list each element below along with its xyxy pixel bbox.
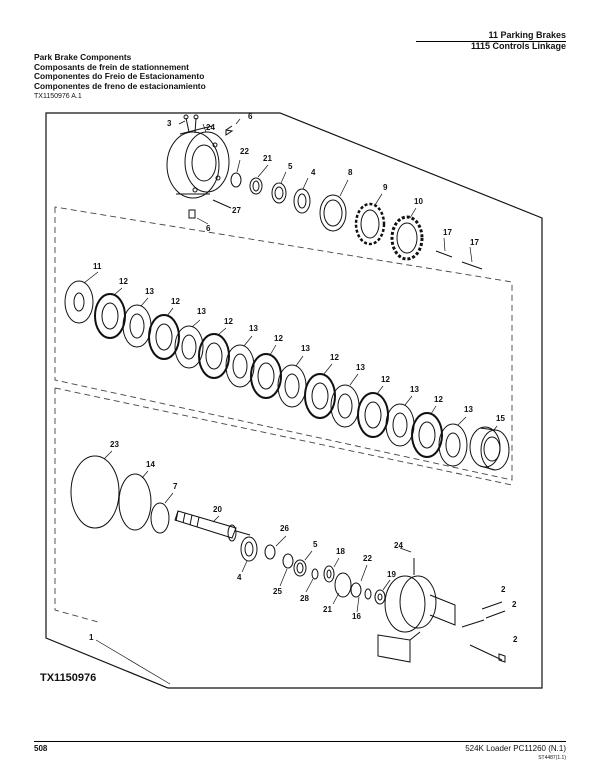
callout-6: 6 — [248, 112, 253, 121]
callout-27: 27 — [232, 206, 241, 215]
callout-22: 22 — [240, 147, 249, 156]
header-rule — [416, 41, 566, 42]
callout-26: 26 — [280, 524, 289, 533]
lower-housing — [377, 558, 456, 663]
document-code: ST4487(1.1) — [538, 755, 566, 761]
figure-reference: TX1150976 A.1 — [34, 93, 82, 100]
figure-titles: Park Brake Components Composants de frei… — [34, 52, 206, 91]
callout-16: 16 — [352, 612, 361, 621]
callout-1: 1 — [89, 633, 94, 642]
dashed-group-mid — [54, 387, 513, 623]
housing-bolts — [183, 114, 234, 219]
callout-4: 4 — [311, 168, 316, 177]
callout-19: 19 — [387, 570, 396, 579]
callout-9: 9 — [383, 183, 388, 192]
callout-23: 23 — [110, 440, 119, 449]
callout-13: 13 — [301, 344, 310, 353]
callout-7: 7 — [173, 482, 178, 491]
lower-parts — [70, 455, 386, 605]
model-info: 524K Loader PC11260 (N.1) — [465, 744, 566, 753]
callout-24: 24 — [206, 123, 215, 132]
callout-6: 6 — [206, 224, 211, 233]
callout-21: 21 — [323, 605, 332, 614]
callout-2: 2 — [501, 585, 506, 594]
callout-24: 24 — [394, 541, 403, 550]
callout-21: 21 — [263, 154, 272, 163]
group-title: 1115 Controls Linkage — [470, 41, 566, 51]
assembly-outline — [45, 112, 543, 689]
callout-12: 12 — [381, 375, 390, 384]
title-es: Componentes de freno de estacionamiento — [34, 80, 206, 91]
clutch-discs — [64, 280, 468, 467]
callout-12: 12 — [274, 334, 283, 343]
callout-12: 12 — [434, 395, 443, 404]
callout-13: 13 — [145, 287, 154, 296]
callout-22: 22 — [363, 554, 372, 563]
section-title: 11 Parking Brakes — [488, 30, 566, 40]
brake-piston — [469, 426, 510, 471]
brake-housing — [166, 125, 230, 199]
footer-rule — [34, 741, 566, 742]
callout-3: 3 — [167, 119, 172, 128]
callout-13: 13 — [410, 385, 419, 394]
callout-12: 12 — [224, 317, 233, 326]
callout-12: 12 — [171, 297, 180, 306]
callout-13: 13 — [464, 405, 473, 414]
callout-13: 13 — [356, 363, 365, 372]
callout-17: 17 — [443, 228, 452, 237]
callout-20: 20 — [213, 505, 222, 514]
title-fr: Composants de frein de stationnement — [34, 61, 189, 72]
page-header: 11 Parking Brakes 1115 Controls Linkage — [416, 30, 566, 52]
callout-2: 2 — [513, 635, 518, 644]
callout-5: 5 — [288, 162, 293, 171]
callout-10: 10 — [414, 197, 423, 206]
callout-8: 8 — [348, 168, 353, 177]
top-row-parts — [230, 172, 483, 270]
lower-bolts — [461, 601, 506, 663]
title-en: Park Brake Components — [34, 52, 132, 62]
dashed-group-top — [54, 206, 513, 481]
callout-17: 17 — [470, 238, 479, 247]
callout-12: 12 — [119, 277, 128, 286]
callout-13: 13 — [197, 307, 206, 316]
callout-15: 15 — [496, 414, 505, 423]
callout-12: 12 — [330, 353, 339, 362]
callout-28: 28 — [300, 594, 309, 603]
callout-11: 11 — [93, 262, 102, 271]
callout-4: 4 — [237, 573, 242, 582]
title-pt: Componentes do Freio de Estacionamento — [34, 71, 205, 82]
callout-13: 13 — [249, 324, 258, 333]
callout-5: 5 — [313, 540, 318, 549]
callout-18: 18 — [336, 547, 345, 556]
figure-label: TX1150976 — [40, 672, 97, 684]
callout-14: 14 — [146, 460, 155, 469]
callout-25: 25 — [273, 587, 282, 596]
callout-2: 2 — [512, 600, 517, 609]
leader-lines — [83, 118, 498, 685]
page-number: 508 — [34, 744, 48, 753]
